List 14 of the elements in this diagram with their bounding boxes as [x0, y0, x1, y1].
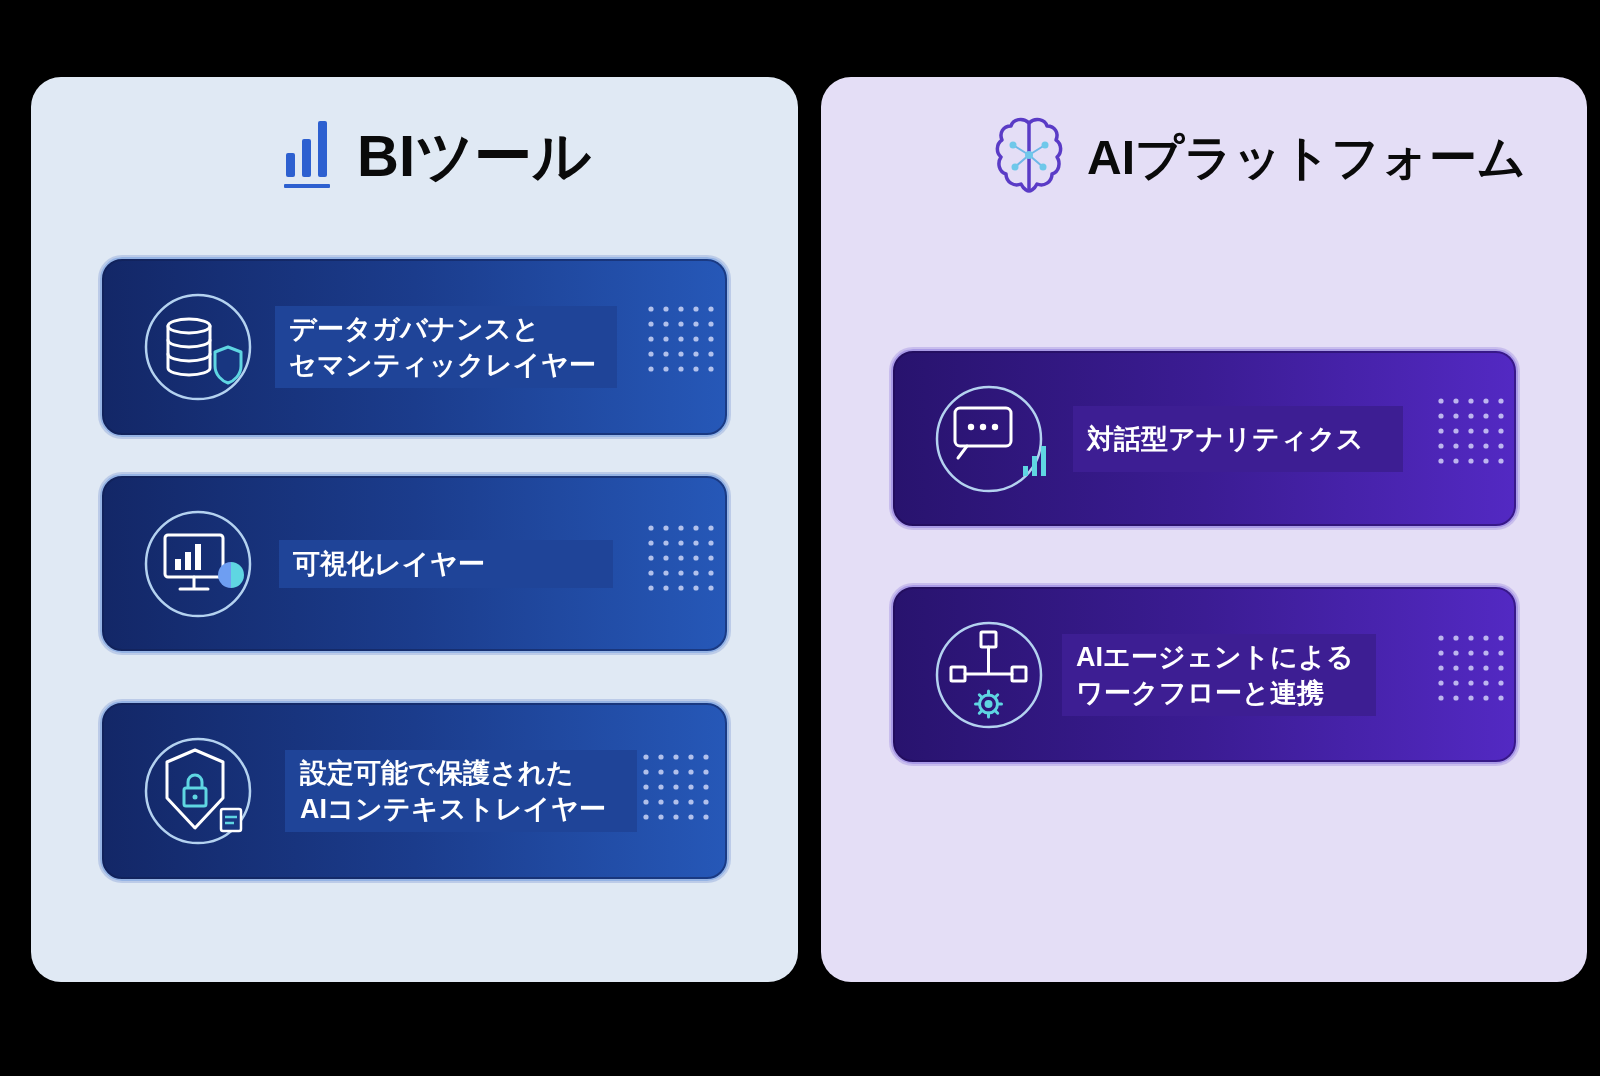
category-panel: [31, 77, 798, 982]
feature-label: AIエージェントによるワークフローと連携: [1062, 633, 1376, 716]
feature-label: 設定可能で保護されたAIコンテキストレイヤー: [285, 750, 637, 832]
feature-label: 可視化レイヤー: [279, 539, 613, 588]
feature-card: [891, 349, 1518, 528]
feature-label: 対話型アナリティクス: [1073, 405, 1403, 472]
feature-card: [100, 257, 729, 437]
category-panel: [821, 77, 1587, 982]
feature-card: [100, 701, 729, 881]
feature-card: [891, 585, 1518, 764]
feature-card: [100, 474, 729, 653]
panel-heading: AIプラットフォーム: [1087, 130, 1526, 186]
panel-heading: BIツール: [357, 122, 591, 190]
feature-label: データガバナンスとセマンティックレイヤー: [275, 306, 617, 388]
